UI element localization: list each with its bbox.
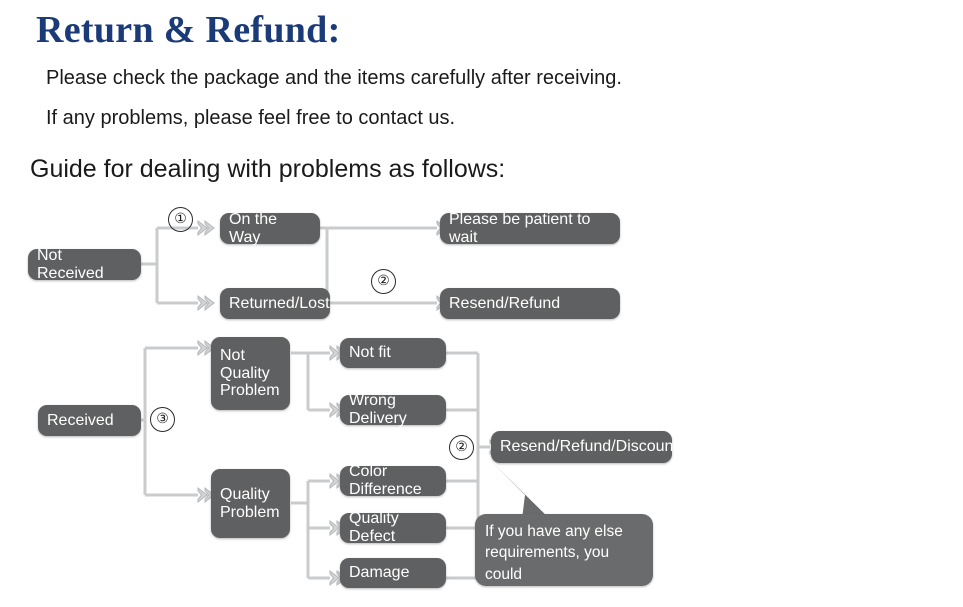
step-marker-2-top: ② xyxy=(371,269,396,294)
callout-bubble: If you have any else requirements, you c… xyxy=(475,514,653,604)
node-resend-refund-discount[interactable]: Resend/Refund/Discount xyxy=(491,431,678,463)
step-marker-3: ③ xyxy=(150,407,175,432)
problem-flowchart: Not Received On the Way Returned/Lost Pl… xyxy=(0,195,963,604)
node-quality-defect[interactable]: Quality Defect xyxy=(340,510,446,545)
node-color-difference[interactable]: Color Difference xyxy=(340,463,446,498)
intro-line-1: Please check the package and the items c… xyxy=(46,67,622,89)
node-resend-refund[interactable]: Resend/Refund xyxy=(440,288,620,319)
node-not-fit[interactable]: Not fit xyxy=(340,338,446,368)
node-please-be-patient[interactable]: Please be patient to wait xyxy=(440,211,620,246)
flowchart-connectors xyxy=(141,220,507,586)
step-marker-1: ① xyxy=(168,207,193,232)
node-wrong-delivery[interactable]: Wrong Delivery xyxy=(340,392,446,427)
step-marker-2-bottom: ② xyxy=(449,435,474,460)
node-quality-problem[interactable]: Quality Problem xyxy=(211,469,290,538)
node-not-received[interactable]: Not Received xyxy=(28,247,141,282)
page-title: Return & Refund: xyxy=(36,9,341,51)
node-returned-lost[interactable]: Returned/Lost xyxy=(220,288,330,319)
guide-heading: Guide for dealing with problems as follo… xyxy=(30,155,506,183)
node-on-the-way[interactable]: On the Way xyxy=(220,211,320,246)
intro-line-2: If any problems, please feel free to con… xyxy=(46,107,456,129)
node-received[interactable]: Received xyxy=(38,405,141,436)
node-not-quality-problem[interactable]: Not Quality Problem xyxy=(211,337,290,410)
node-damage[interactable]: Damage xyxy=(340,558,446,588)
